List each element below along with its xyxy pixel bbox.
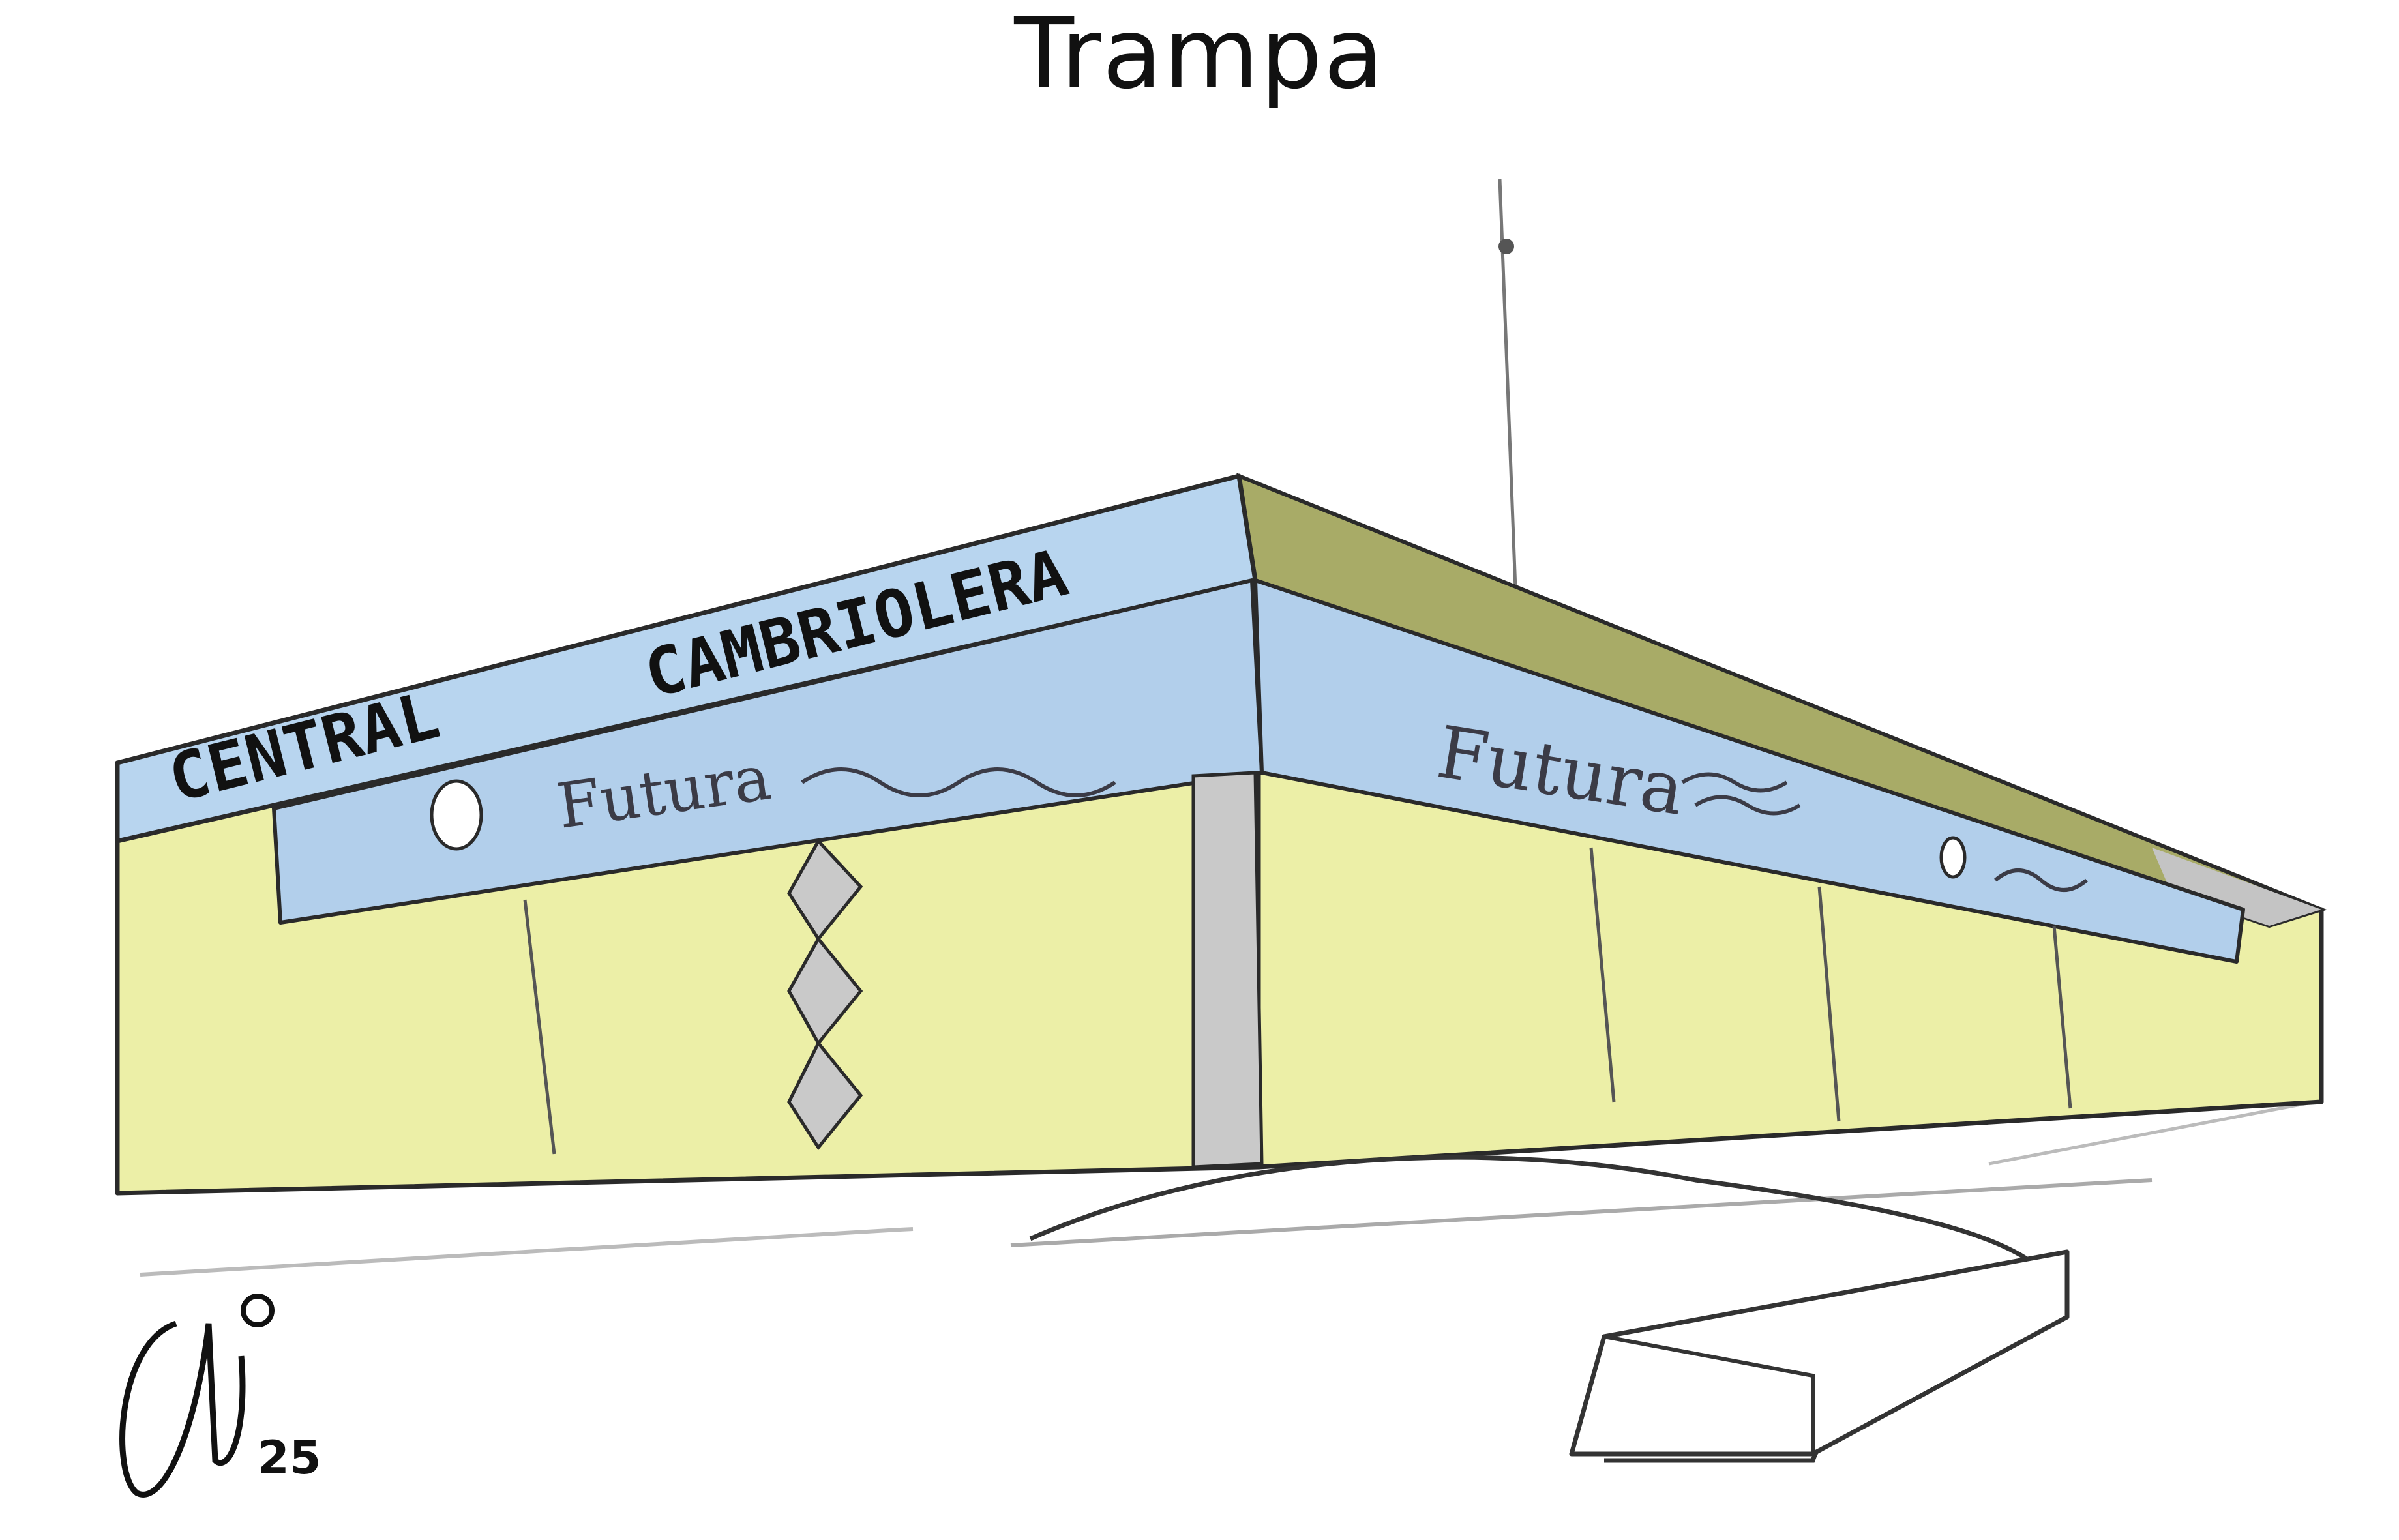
artist-signature: 25	[119, 1294, 321, 1498]
ground-line-right	[1010, 1178, 2153, 1247]
corner-column	[1191, 771, 1264, 1169]
right-wall-pillar	[1817, 886, 1841, 1122]
curb-block	[1569, 1249, 2070, 1457]
right-wall-pillar	[1589, 847, 1616, 1103]
left-wall-pillar	[523, 899, 556, 1155]
cartoon-title: Trampa	[1014, 0, 1385, 111]
antenna-knob	[1498, 239, 1514, 254]
ground-line-left	[140, 1227, 914, 1277]
signature-circle	[241, 1294, 275, 1327]
signature-stroke	[119, 1320, 246, 1498]
band-squiggle	[1994, 868, 2088, 892]
band-squiggle	[1681, 772, 1801, 816]
band-logo	[430, 779, 483, 851]
ground-line-far	[1988, 1100, 2316, 1166]
diamond-ornament	[787, 1040, 863, 1151]
curb-edge	[1603, 1335, 1815, 1454]
right-blue-band	[1253, 578, 2245, 964]
band-squiggle	[801, 767, 1116, 797]
right-wall-pillar	[2052, 925, 2072, 1109]
signature-year: 25	[258, 1431, 321, 1485]
band-logo	[1939, 836, 1967, 879]
roof-shadow	[2152, 848, 2321, 926]
